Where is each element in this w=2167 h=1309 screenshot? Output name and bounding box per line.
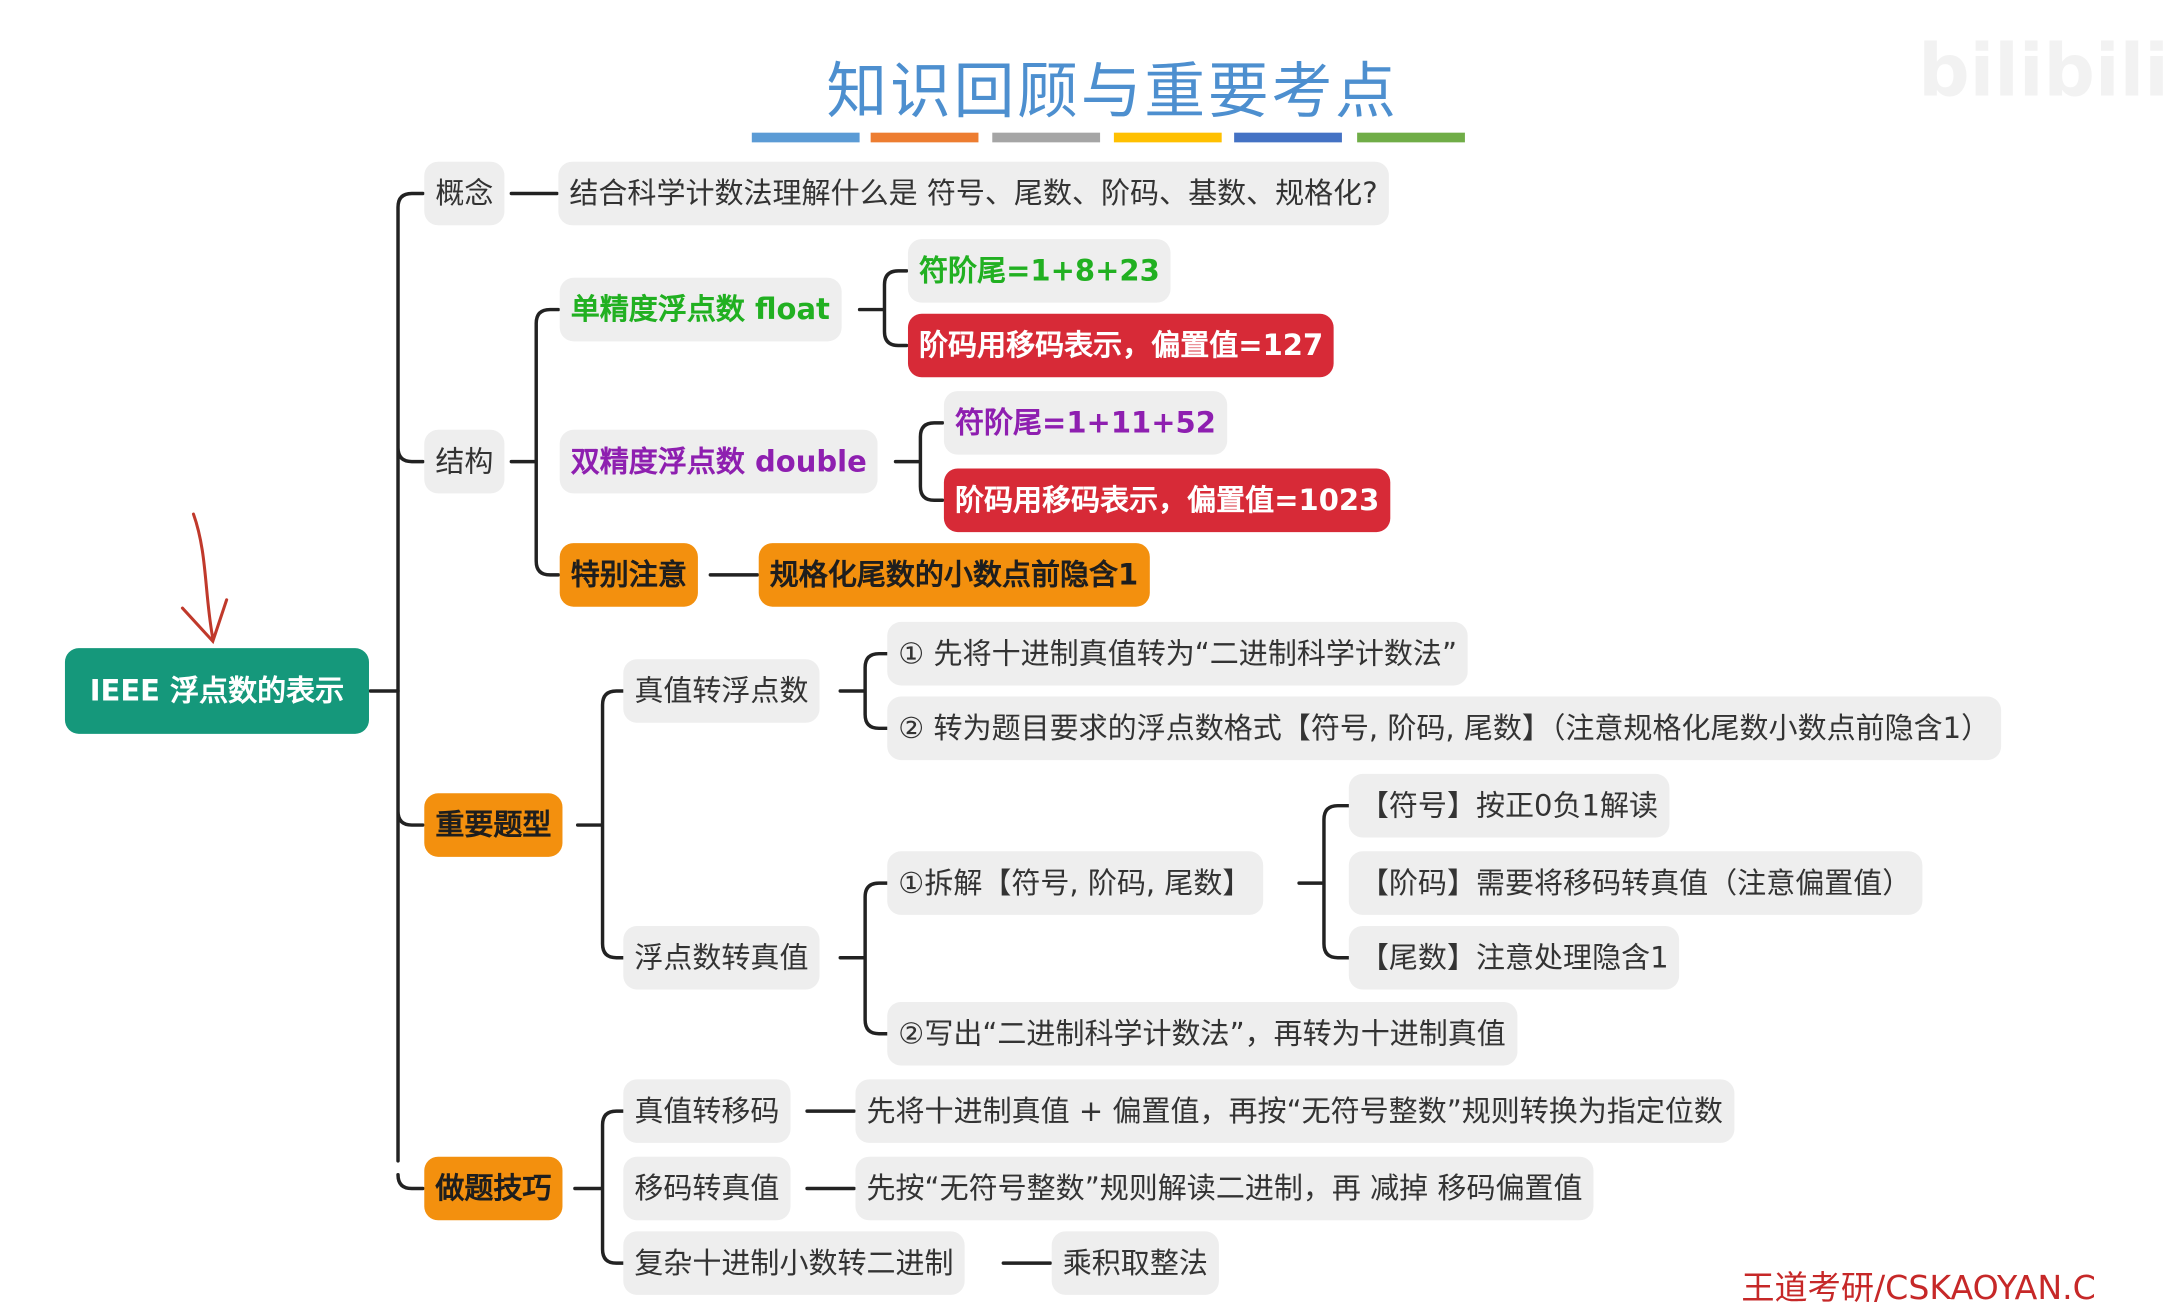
hand-drawn-arrow <box>180 512 229 645</box>
title-bar-navy <box>1234 132 1342 143</box>
float-to-value-node: 浮点数转真值 <box>623 925 820 990</box>
special-note-node: 特别注意 <box>559 543 698 607</box>
structure-node: 结构 <box>424 429 505 494</box>
concept-text-node: 结合科学计数法理解什么是 符号、尾数、阶码、基数、规格化? <box>558 161 1389 226</box>
fraction-to-binary-node: 复杂十进制小数转二进制 <box>623 1231 965 1295</box>
concept-node: 概念 <box>424 161 505 226</box>
double-bias-node: 阶码用移码表示，偏置值=1023 <box>943 468 1391 533</box>
root-node: IEEE 浮点数的表示 <box>64 648 369 734</box>
double-bits-node: 符阶尾=1+11+52 <box>943 391 1228 455</box>
key-types-node: 重要题型 <box>424 793 563 857</box>
title-bar-gray <box>992 132 1101 143</box>
split-mantissa-node: 【尾数】注意处理隐含1 <box>1348 925 1680 990</box>
split-sign-node: 【符号】按正0负1解读 <box>1348 773 1670 838</box>
write-scientific-node: ②写出“二进制科学计数法”，再转为十进制真值 <box>887 1001 1517 1066</box>
fraction-to-binary-text: 乘积取整法 <box>1051 1231 1219 1295</box>
corner-watermark: 王道考研/CSKAOYAN.C <box>1741 1268 2096 1308</box>
split-fields-node: ①拆解【符号, 阶码, 尾数】 <box>887 851 1263 915</box>
title-bar-orange <box>870 132 979 143</box>
float-bits-node: 符阶尾=1+8+23 <box>907 239 1171 303</box>
special-note-text-node: 规格化尾数的小数点前隐含1 <box>758 543 1150 607</box>
title-bar-green <box>1357 132 1465 143</box>
value-to-bias-node: 真值转移码 <box>623 1079 791 1143</box>
tips-node: 做题技巧 <box>424 1156 563 1221</box>
title-bar-blue <box>751 132 860 143</box>
value-to-bias-text: 先将十进制真值 + 偏置值，再按“无符号整数”规则转换为指定位数 <box>855 1079 1734 1143</box>
bias-to-value-text: 先按“无符号整数”规则解读二进制，再 减掉 移码偏置值 <box>855 1156 1594 1221</box>
value-to-float-step1: ① 先将十进制真值转为“二进制科学计数法” <box>887 621 1469 686</box>
page-title: 知识回顾与重要考点 <box>826 56 1399 128</box>
split-exponent-node: 【阶码】需要将移码转真值（注意偏置值） <box>1348 851 1923 915</box>
value-to-float-step2: ② 转为题目要求的浮点数格式【符号, 阶码, 尾数】（注意规格化尾数小数点前隐含… <box>887 696 2002 761</box>
double-node: 双精度浮点数 double <box>559 429 878 494</box>
bias-to-value-node: 移码转真值 <box>623 1156 791 1221</box>
float-node: 单精度浮点数 float <box>559 277 841 342</box>
float-bias-node: 阶码用移码表示，偏置值=127 <box>907 313 1335 378</box>
title-bar-yellow <box>1113 132 1222 143</box>
value-to-float-node: 真值转浮点数 <box>623 659 820 723</box>
bilibili-watermark: bilibili <box>1918 30 2167 114</box>
